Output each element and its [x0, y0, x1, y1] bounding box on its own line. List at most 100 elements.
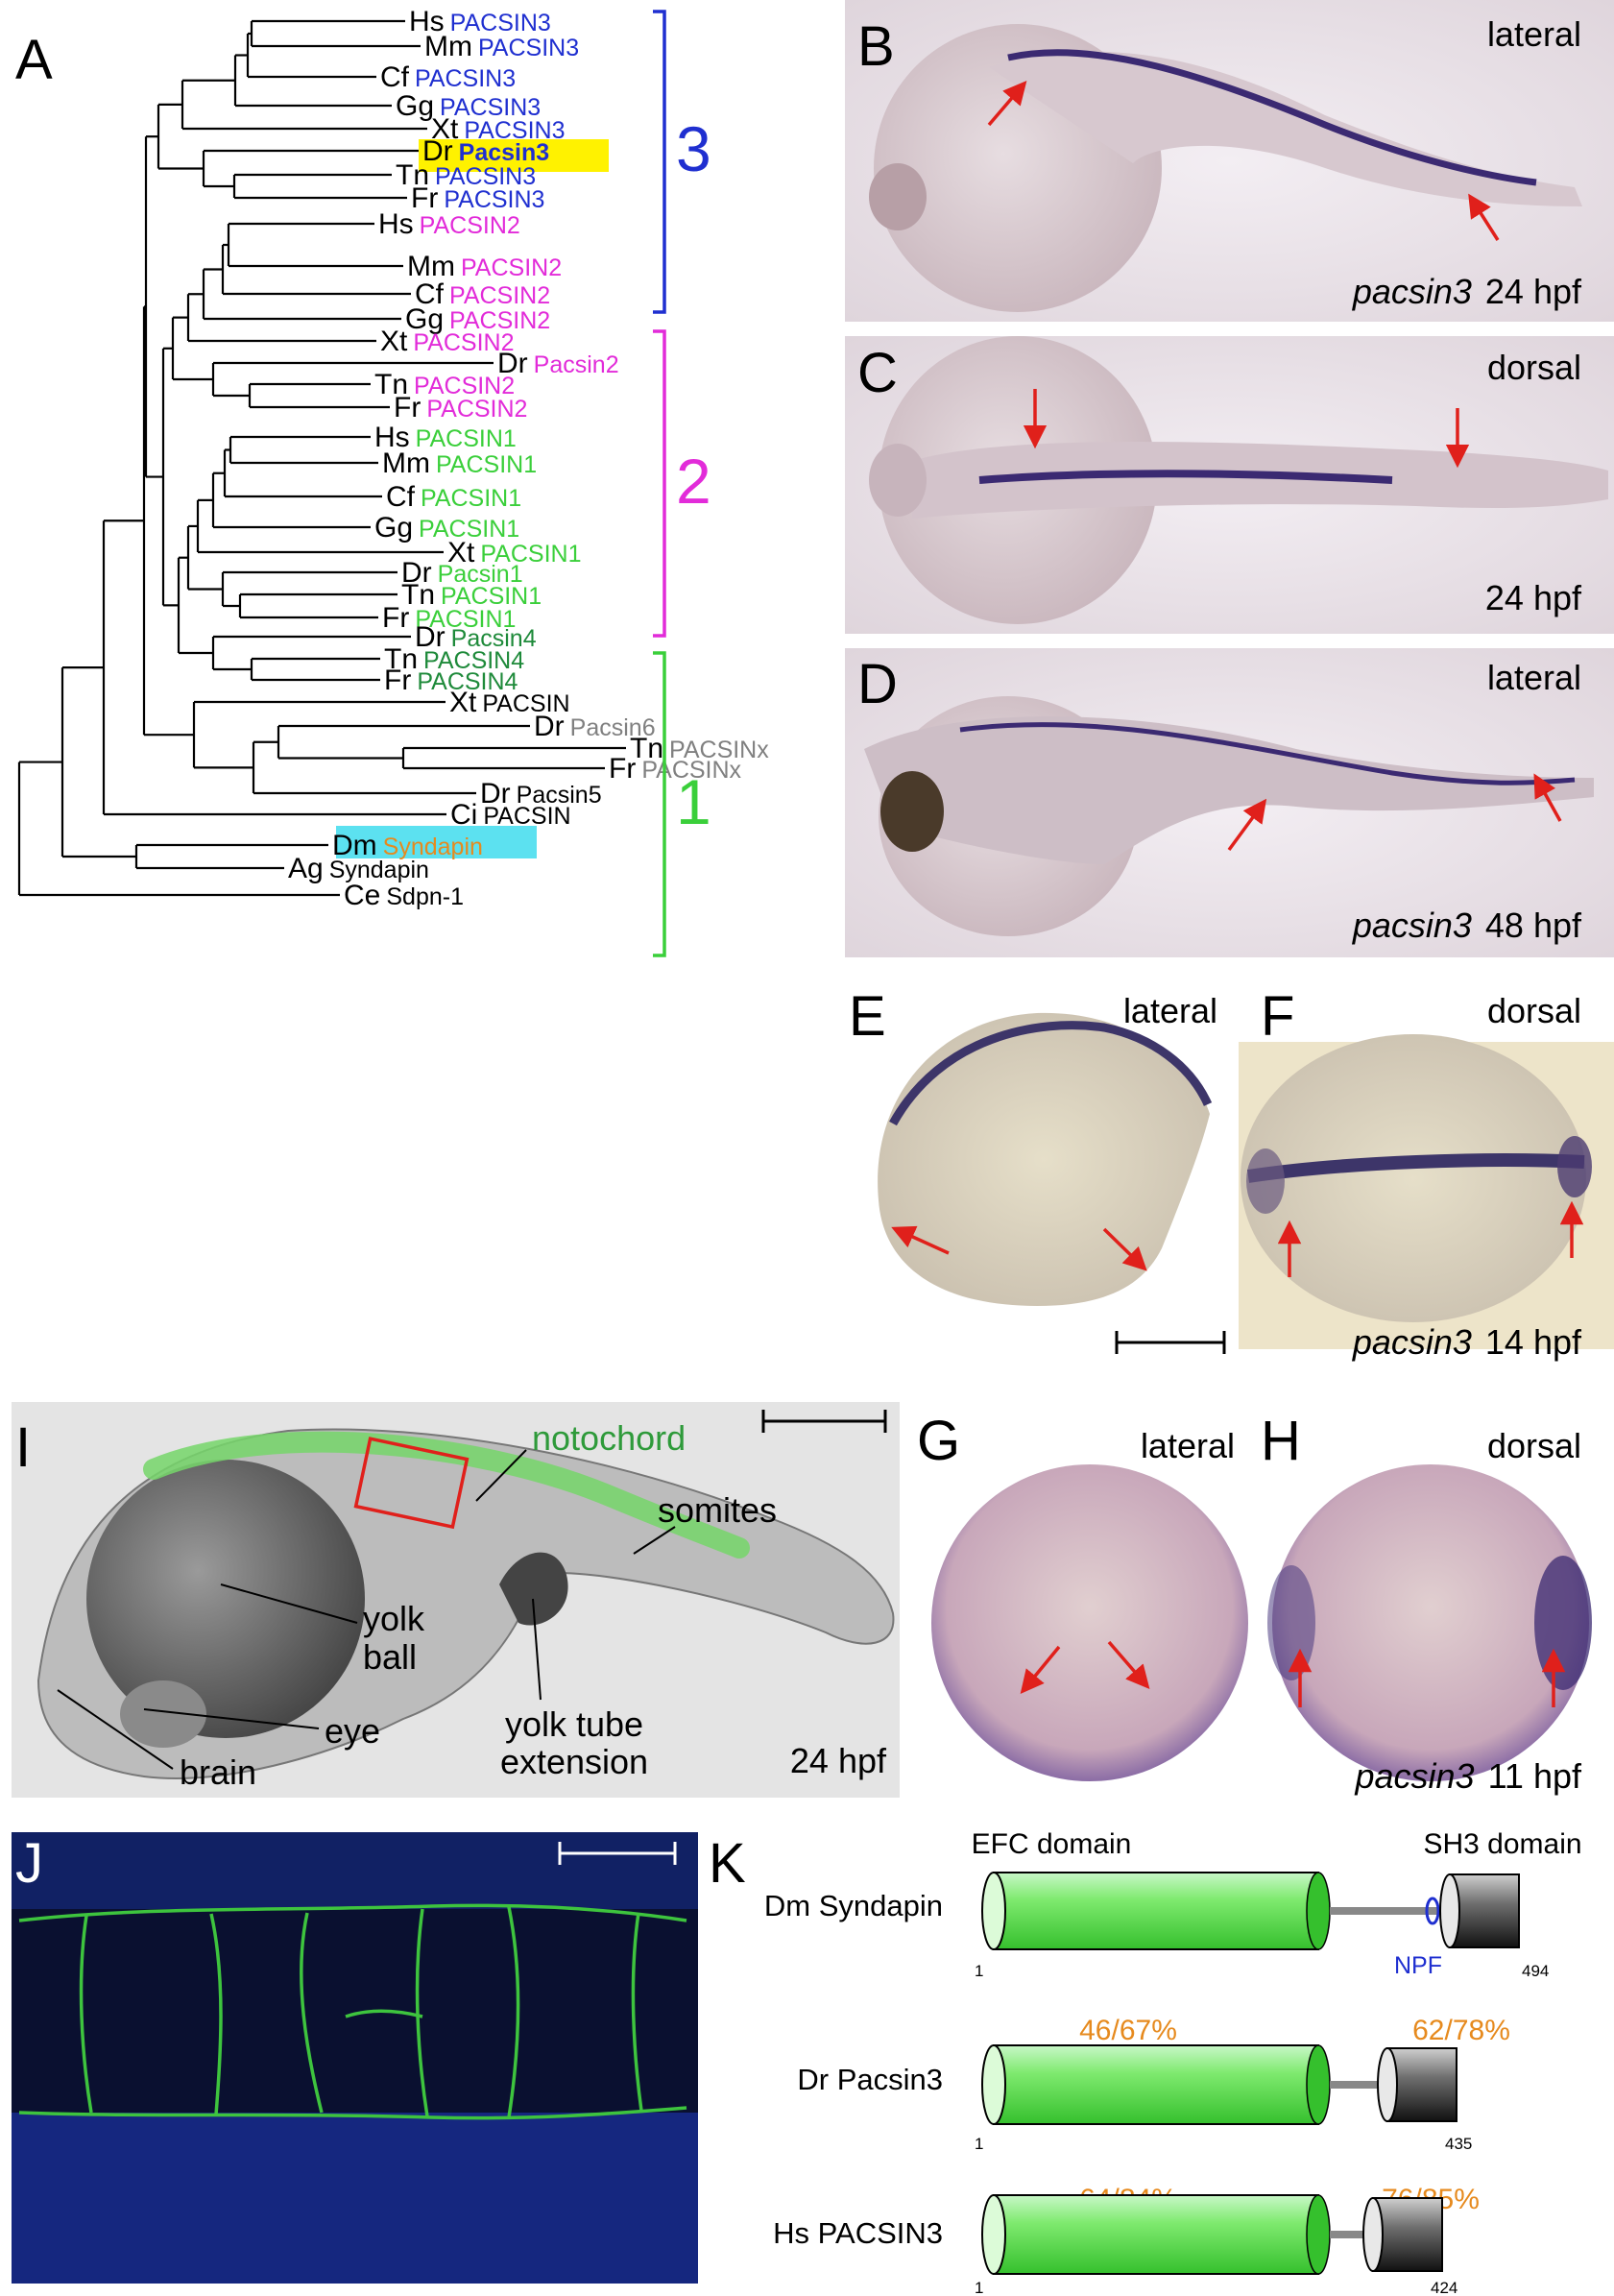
extension-label: extension — [500, 1742, 648, 1781]
species-abbrev: Gg — [396, 90, 434, 122]
view-label: dorsal — [1487, 991, 1581, 1030]
protein-name: Dr Pacsin3 — [797, 2063, 943, 2096]
species-abbrev: Xt — [431, 113, 459, 145]
stage-label: 24 hpf — [1485, 578, 1582, 617]
species-abbrev: Gg — [405, 303, 444, 335]
panel-e: E lateral — [845, 985, 1229, 1354]
species-abbrev: Ci — [450, 799, 477, 831]
gene-name: PACSIN1 — [415, 606, 516, 633]
gene-name: PACSIN — [483, 803, 570, 830]
species-abbrev: Tn — [630, 733, 663, 764]
phylogenetic-tree-branches — [17, 19, 626, 897]
gene-name: pacsin3 — [1352, 906, 1472, 945]
cell-membranes — [18, 1903, 687, 2120]
species-abbrev: Dr — [401, 557, 432, 589]
npf-label: NPF — [1394, 1952, 1442, 1979]
panel-label-d: D — [857, 653, 898, 715]
highlight-box — [419, 139, 609, 172]
brain-label: brain — [180, 1752, 256, 1792]
species-abbrev: Cf — [386, 481, 416, 513]
panel-i: I notochord somites yolk ball eye brain … — [12, 1402, 900, 1798]
species-abbrev: Fr — [382, 602, 409, 634]
panel-c: C dorsal 24 hpf — [845, 336, 1614, 634]
notochord-label: notochord — [532, 1418, 686, 1458]
panel-label-c: C — [857, 342, 898, 404]
panel-k: K EFC domain SH3 domain Dm Syndapin NPF … — [709, 1828, 1582, 2296]
species-abbrev: Fr — [384, 665, 411, 696]
gene-name: PACSIN4 — [423, 647, 524, 674]
stage-value: 24 hpf — [1485, 272, 1582, 311]
gene-name: Pacsin6 — [570, 714, 656, 741]
boxed-region — [353, 1437, 470, 1530]
species-abbrev: Fr — [394, 392, 421, 423]
end-residue: 424 — [1431, 2279, 1457, 2296]
panel-label-j: J — [15, 1832, 43, 1895]
species-abbrev: Mm — [382, 447, 430, 479]
species-abbrev: Dr — [415, 621, 446, 653]
group3-label: 3 — [676, 113, 711, 184]
gene-name: PACSIN1 — [480, 541, 581, 568]
species-abbrev: Fr — [411, 182, 438, 214]
gene-name: PACSIN3 — [450, 10, 551, 36]
gene-name: PACSIN1 — [436, 451, 537, 478]
yolk-ball — [86, 1460, 365, 1738]
species-abbrev: Tn — [396, 159, 429, 191]
start-residue: 1 — [975, 2135, 983, 2153]
gene-name: Pacsin5 — [517, 782, 602, 809]
view-label: lateral — [1487, 658, 1581, 697]
notochord-stain — [1007, 49, 1537, 186]
species-abbrev: Mm — [424, 31, 472, 62]
species-abbrev: Xt — [380, 326, 408, 357]
gene-name: PACSIN3 — [464, 117, 565, 144]
notochord-overlay — [143, 1431, 750, 1559]
species-abbrev: Dm — [332, 830, 377, 861]
panel-label-e: E — [849, 985, 886, 1048]
highlight-box — [336, 826, 537, 858]
view-label: dorsal — [1487, 1426, 1581, 1465]
red-arrow — [1020, 1645, 1061, 1695]
yolk-label: yolk — [363, 1599, 425, 1638]
eye-label: eye — [325, 1711, 380, 1751]
embryo — [931, 1464, 1248, 1781]
red-arrow — [1533, 773, 1562, 822]
panel-g: G lateral — [917, 1410, 1253, 1796]
gene-name: Pacsin4 — [451, 625, 537, 652]
group1-label: 1 — [676, 766, 711, 837]
gene-name: PACSIN1 — [416, 425, 517, 452]
embryo — [878, 1012, 1210, 1306]
group3-bracket — [653, 10, 666, 314]
gene-name: PACSIN3 — [478, 35, 579, 61]
species-abbrev: Dr — [480, 778, 511, 810]
species-abbrev: Fr — [609, 753, 636, 785]
protein-name: Hs PACSIN3 — [773, 2216, 943, 2250]
panel-j: J — [12, 1832, 698, 2284]
view-label: lateral — [1123, 991, 1217, 1030]
panel-label-f: F — [1261, 985, 1294, 1048]
gene-name: PACSINx — [669, 737, 769, 763]
species-abbrev: Ag — [288, 853, 324, 884]
red-arrow — [891, 1225, 950, 1255]
red-arrow — [1468, 193, 1500, 241]
notochord-stain — [959, 722, 1576, 785]
